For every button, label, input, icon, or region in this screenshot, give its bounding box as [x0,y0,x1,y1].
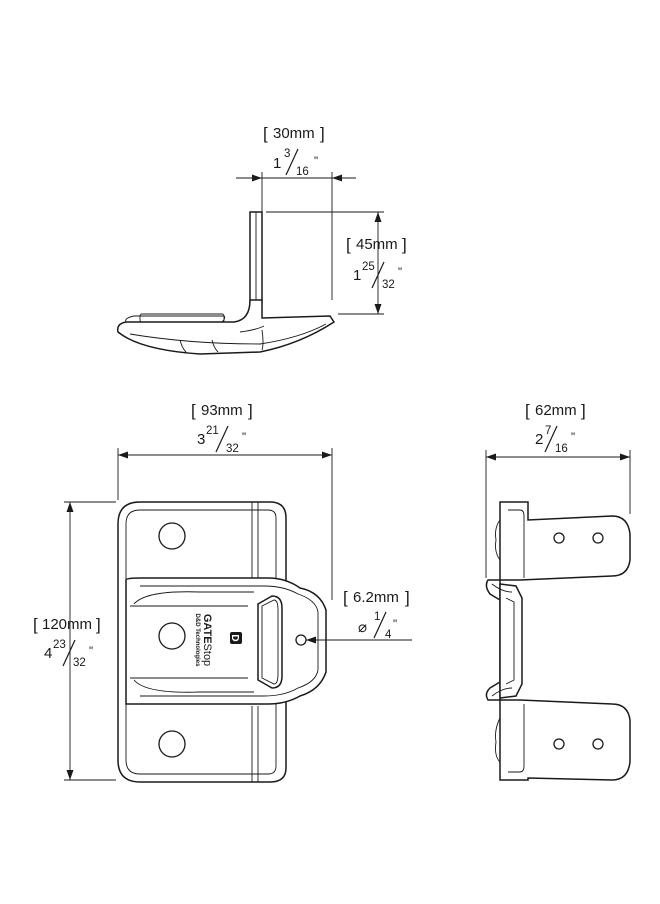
svg-text:7: 7 [545,425,551,437]
svg-text:": " [571,432,575,444]
svg-text:4: 4 [44,645,52,662]
svg-text:32: 32 [226,443,239,455]
svg-text:D&D Technologies: D&D Technologies [194,614,200,668]
dim-front-width: [ 93mm ] 3 21 32 " [191,401,253,455]
side-view-body [485,579,501,701]
side-hole-1 [553,532,565,544]
side-hole-2 [592,532,604,544]
svg-text:]: ] [96,615,101,634]
dim-top-height: [ 45mm ] 1 25 32 " [346,235,407,291]
side-view [485,450,631,781]
mounting-hole-bottom [158,730,186,758]
svg-text:": " [314,156,318,168]
dim-hole-diameter: [ 6.2mm ] ⌀ 1 4 " [343,588,410,641]
svg-text:]: ] [402,235,407,254]
top-view-base [116,299,336,355]
dim-top-height-metric: 45mm [356,236,398,253]
svg-text:[: [ [33,615,38,634]
svg-text:": " [242,432,246,444]
svg-text:[: [ [346,235,351,254]
svg-text:⌀: ⌀ [358,619,367,636]
svg-text:[: [ [343,588,348,607]
svg-text:3: 3 [284,148,290,160]
side-view-upper-leaf [499,501,631,581]
pin-hole [295,634,307,646]
dim-front-width-metric: 93mm [201,402,243,419]
svg-text:2: 2 [535,431,543,448]
svg-text:21: 21 [206,425,219,437]
svg-text:[: [ [191,401,196,420]
front-view: GATEStop D&D Technologies D [64,448,412,783]
top-view [116,172,384,355]
side-view-lower-leaf [499,699,631,781]
dim-front-height-metric: 120mm [42,616,92,633]
dim-side-width-metric: 62mm [535,402,577,419]
dim-front-height: [ 120mm ] 4 23 32 " [33,615,101,669]
dim-top-width: [ 30mm ] 1 3 16 " [263,124,325,178]
svg-text:]: ] [248,401,253,420]
svg-text:3: 3 [197,431,205,448]
svg-text:1: 1 [353,267,361,284]
svg-text:23: 23 [53,639,66,651]
svg-text:16: 16 [555,443,568,455]
svg-text:D: D [229,634,240,641]
dim-side-width: [ 62mm ] 2 7 16 " [525,401,586,455]
svg-text:1: 1 [273,155,281,172]
svg-text:GATEStop: GATEStop [201,614,213,666]
dim-top-width-metric: 30mm [273,125,315,142]
svg-text:16: 16 [296,166,309,178]
mounting-hole-middle [158,622,186,650]
svg-text:": " [89,646,93,658]
svg-text:25: 25 [362,261,375,273]
gatestop-logo: GATEStop D&D Technologies [194,614,213,668]
side-hole-3 [553,738,565,750]
logo-mark-icon: D [229,632,242,644]
svg-text:]: ] [320,124,325,143]
svg-text:[: [ [263,124,268,143]
svg-text:32: 32 [382,279,395,291]
svg-text:]: ] [405,588,410,607]
svg-text:1: 1 [374,611,380,623]
svg-text:": " [398,267,402,279]
svg-text:[: [ [525,401,530,420]
svg-text:]: ] [581,401,586,420]
side-hole-4 [592,738,604,750]
svg-text:32: 32 [73,657,86,669]
svg-text:4: 4 [385,629,392,641]
svg-text:": " [393,619,397,631]
dim-hole-metric: 6.2mm [353,589,399,606]
mounting-hole-top [158,522,186,550]
